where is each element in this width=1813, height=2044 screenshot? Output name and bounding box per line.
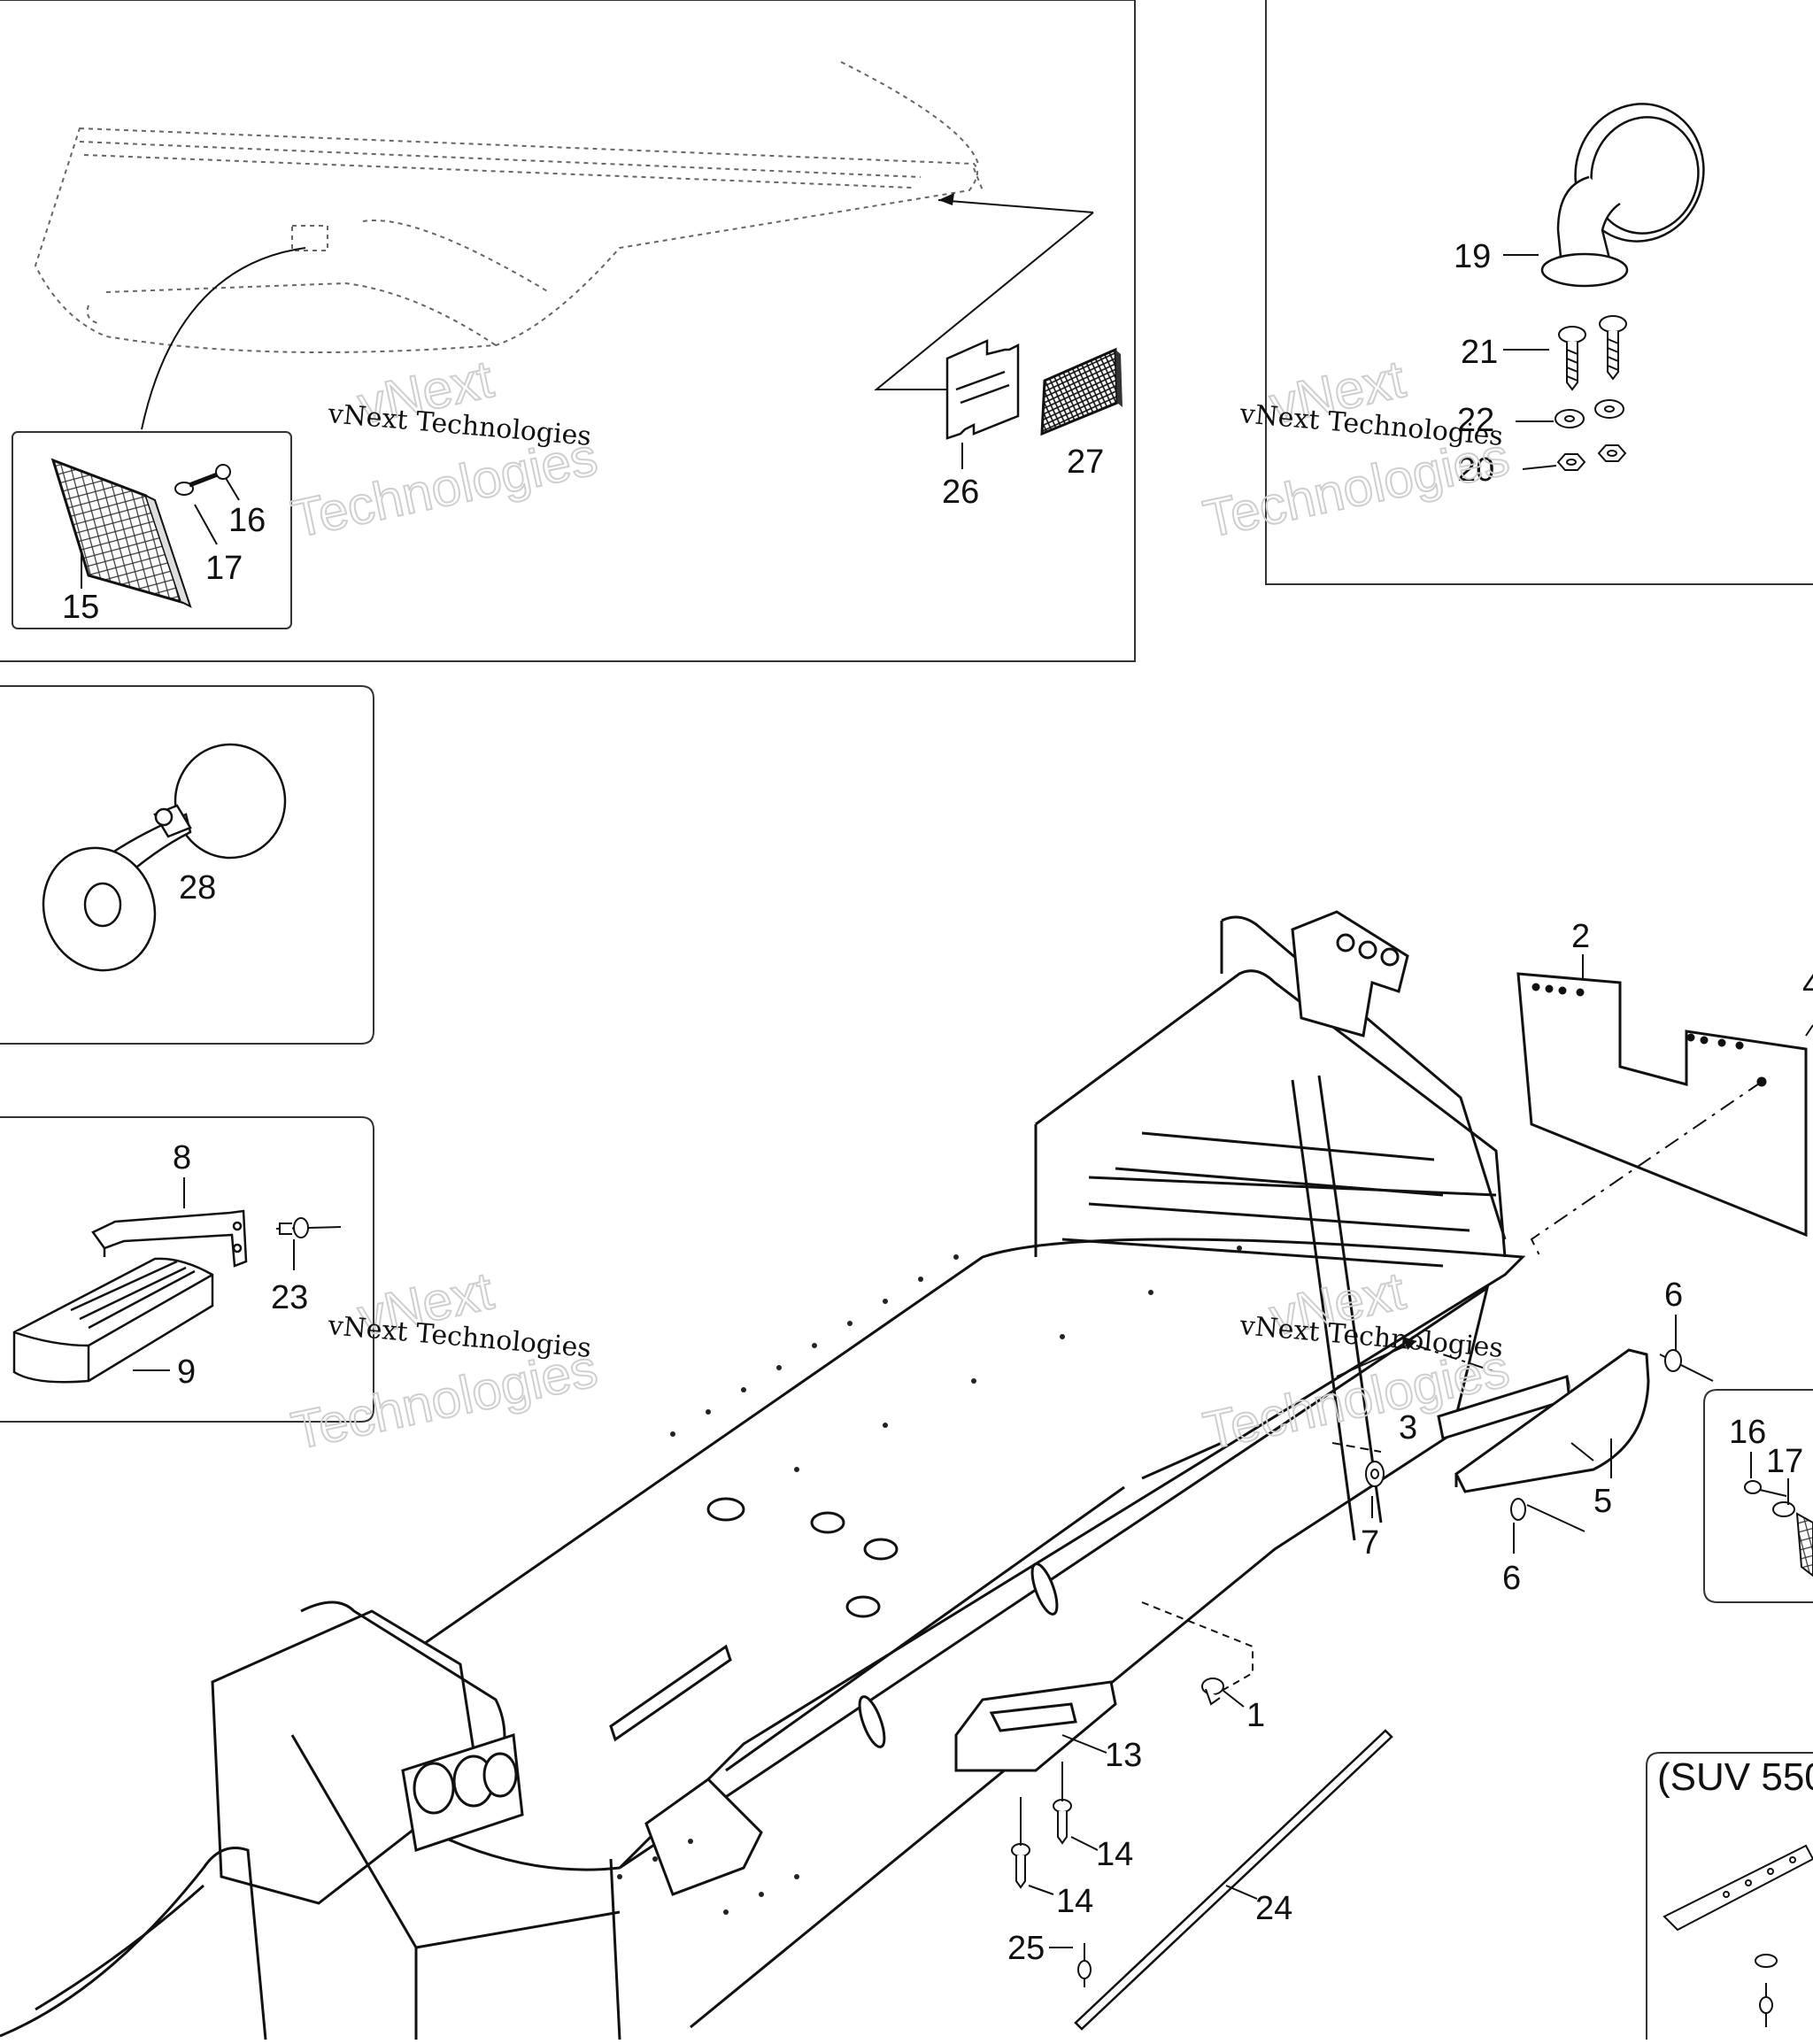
screw-parts-14	[1011, 1799, 1072, 1889]
chassis-frame	[0, 910, 1526, 2040]
callout-14-left: 14	[1056, 1883, 1093, 1920]
callout-20: 20	[1457, 451, 1494, 489]
inset-reflector-box	[12, 431, 292, 629]
callout-1: 1	[1246, 1697, 1265, 1734]
clip-part-26	[945, 339, 1020, 440]
callout-19: 19	[1454, 238, 1491, 275]
rivet-parts-6	[1510, 1349, 1714, 1532]
callout-6-lower: 6	[1502, 1560, 1521, 1597]
panel-hood-reflector: 16 17 15 26 27	[0, 0, 1136, 662]
hood-outline	[34, 61, 984, 353]
reflector-part-27	[1040, 347, 1123, 436]
pad-part-9	[12, 1257, 214, 1384]
panel-mirror: 19 21 22 20	[1265, 0, 1813, 585]
callout-24: 24	[1255, 1890, 1292, 1927]
nut-parts-20	[1556, 444, 1627, 471]
callout-23: 23	[271, 1279, 308, 1316]
bumper-part-5	[1454, 1348, 1650, 1493]
callout-3: 3	[1399, 1409, 1417, 1446]
callout-2: 2	[1571, 918, 1590, 955]
panel-bracket-pad: 8 23 9	[0, 1116, 374, 1423]
inset-suv-box: (SUV 550	[1646, 1752, 1813, 2040]
callout-17-right: 17	[1766, 1443, 1803, 1480]
callout-26: 26	[942, 474, 979, 511]
step-part-13	[954, 1680, 1117, 1772]
rivet-part-23	[275, 1217, 342, 1238]
plug-part-1	[1201, 1678, 1224, 1706]
callout-13: 13	[1105, 1737, 1142, 1774]
callout-7: 7	[1361, 1524, 1379, 1562]
washer-part-7	[1365, 1461, 1385, 1487]
callout-27: 27	[1067, 444, 1104, 481]
callout-21: 21	[1461, 334, 1498, 371]
panel-horn: 28	[0, 685, 374, 1045]
screw-parts-21	[1558, 315, 1627, 391]
mudflap-part-2	[1516, 972, 1808, 1238]
callout-5: 5	[1593, 1483, 1612, 1520]
inset-right-reflector	[1703, 1389, 1813, 1603]
callout-16-right: 16	[1729, 1414, 1766, 1451]
washer-parts-22	[1555, 399, 1624, 428]
callout-8: 8	[173, 1139, 191, 1176]
callout-17-top: 17	[205, 550, 243, 587]
callout-28: 28	[179, 869, 216, 906]
callout-4: 4	[1802, 967, 1813, 1004]
callout-25: 25	[1007, 1930, 1045, 1967]
suv-box-label: (SUV 550	[1657, 1755, 1813, 1799]
callout-9: 9	[177, 1354, 196, 1391]
callout-6-upper: 6	[1664, 1277, 1683, 1314]
callout-22: 22	[1457, 402, 1494, 439]
bracket-part-8	[91, 1209, 248, 1268]
mirror-part-19	[1540, 103, 1705, 288]
horn-part-28	[42, 743, 287, 972]
chassis-rivets	[617, 1246, 1242, 1915]
callout-16-top: 16	[228, 502, 266, 539]
rivet-part-25	[1077, 1943, 1092, 1987]
callout-15: 15	[62, 589, 99, 626]
strip-part-24	[1074, 1729, 1393, 2031]
callout-14-right: 14	[1096, 1836, 1133, 1873]
